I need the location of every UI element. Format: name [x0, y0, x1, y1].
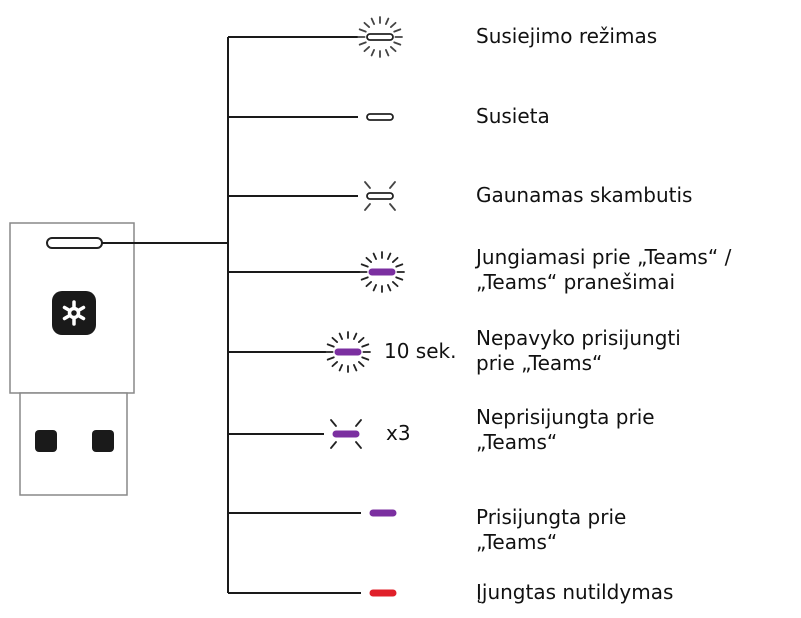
state-label-line: Jungiamasi prie „Teams“ / [476, 245, 732, 269]
state-label-line: Nepavyko prisijungti [476, 326, 681, 350]
usb-contact-icon [92, 430, 114, 452]
led-indicator-icon [357, 16, 403, 58]
status-row [228, 509, 397, 517]
state-label: Prisijungta prie„Teams“ [476, 505, 626, 555]
status-row [228, 419, 362, 449]
state-label-line: prie „Teams“ [476, 351, 603, 375]
led-indicator-icon [325, 331, 371, 373]
state-label: Susiejimo režimas [476, 24, 657, 49]
state-label-line: „Teams“ [476, 430, 558, 454]
status-row [228, 113, 394, 121]
usb-contact-icon [35, 430, 57, 452]
status-rows [228, 16, 405, 597]
status-row [228, 589, 397, 597]
led-indicator-icon [364, 181, 396, 211]
state-label-line: Neprisijungta prie [476, 405, 655, 429]
state-label: Įjungtas nutildymas [476, 580, 673, 605]
state-label: Jungiamasi prie „Teams“ /„Teams“ praneši… [476, 245, 731, 295]
status-led-icon [46, 237, 103, 249]
state-label-line: Įjungtas nutildymas [476, 580, 674, 604]
status-row [228, 16, 403, 58]
state-label-line: Prisijungta prie [476, 505, 627, 529]
led-indicator-icon [330, 419, 362, 449]
connector-lines [102, 37, 229, 593]
state-label: Susieta [476, 104, 550, 129]
state-label-line: Gaunamas skambutis [476, 183, 693, 207]
status-row [228, 181, 396, 211]
status-row [228, 251, 405, 293]
duration-label: 10 sek. [384, 339, 457, 363]
led-indicator-icon [366, 113, 394, 121]
state-label-line: Susieta [476, 104, 550, 128]
status-row [228, 331, 371, 373]
state-label-line: „Teams“ pranešimai [476, 270, 676, 294]
duration-label: x3 [386, 421, 411, 445]
state-label: Gaunamas skambutis [476, 183, 692, 208]
state-label-line: Susiejimo režimas [476, 24, 658, 48]
led-indicator-icon [369, 589, 397, 597]
usb-dongle [9, 222, 135, 496]
led-indicator-icon [359, 251, 405, 293]
led-indicator-icon [369, 509, 397, 517]
state-label-line: „Teams“ [476, 530, 558, 554]
teams-asterisk-icon [52, 291, 96, 335]
state-label: Neprisijungta prie„Teams“ [476, 405, 655, 455]
